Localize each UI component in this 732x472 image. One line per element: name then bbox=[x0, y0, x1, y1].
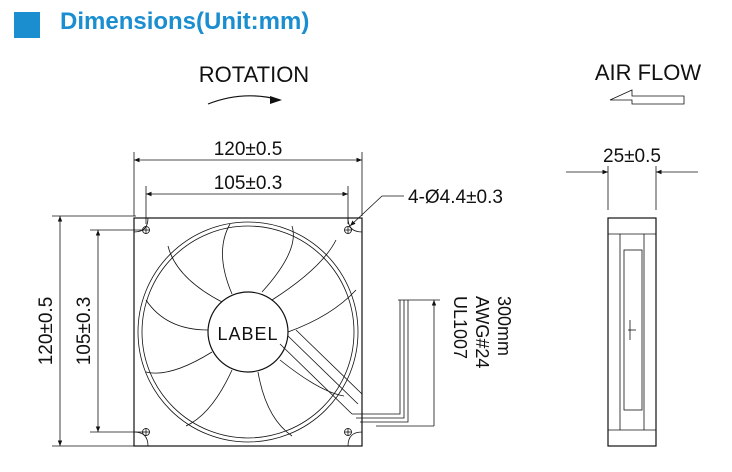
dim-thickness bbox=[566, 166, 698, 210]
dim-thickness-label: 25±0.5 bbox=[603, 146, 661, 167]
fan-blades bbox=[145, 223, 357, 437]
header-square-icon bbox=[14, 12, 40, 38]
wire-spec-line-1: UL1007 bbox=[450, 296, 470, 359]
fan-side-view bbox=[607, 217, 657, 447]
hole-callout-label: 4-Ø4.4±0.3 bbox=[408, 187, 503, 208]
dim-outer-width-label: 120±0.5 bbox=[214, 139, 283, 160]
airflow-arrow-icon bbox=[609, 89, 685, 105]
fan-hub bbox=[207, 291, 289, 373]
hub-label: LABEL bbox=[217, 324, 278, 344]
airflow-label: AIR FLOW bbox=[595, 60, 702, 85]
hole-callout-leader bbox=[349, 195, 404, 227]
mounting-hole-icon bbox=[142, 226, 352, 436]
wire-spec-line-2: AWG#24 bbox=[472, 296, 492, 368]
dim-hole-height bbox=[90, 229, 144, 433]
dim-hole-width-label: 105±0.3 bbox=[214, 173, 283, 194]
rotation-arrow-icon bbox=[207, 95, 282, 105]
wire-spec-line-3: 300mm bbox=[494, 296, 514, 356]
dim-hole-height-label: 105±0.3 bbox=[74, 297, 95, 366]
lead-wires bbox=[352, 299, 440, 427]
rotation-label: ROTATION bbox=[199, 62, 309, 87]
dim-outer-width bbox=[133, 152, 363, 216]
dim-outer-height bbox=[52, 215, 136, 447]
page-title: Dimensions(Unit:mm) bbox=[60, 8, 310, 35]
dim-outer-height-label: 120±0.5 bbox=[36, 297, 57, 366]
wire-channel bbox=[279, 329, 363, 415]
